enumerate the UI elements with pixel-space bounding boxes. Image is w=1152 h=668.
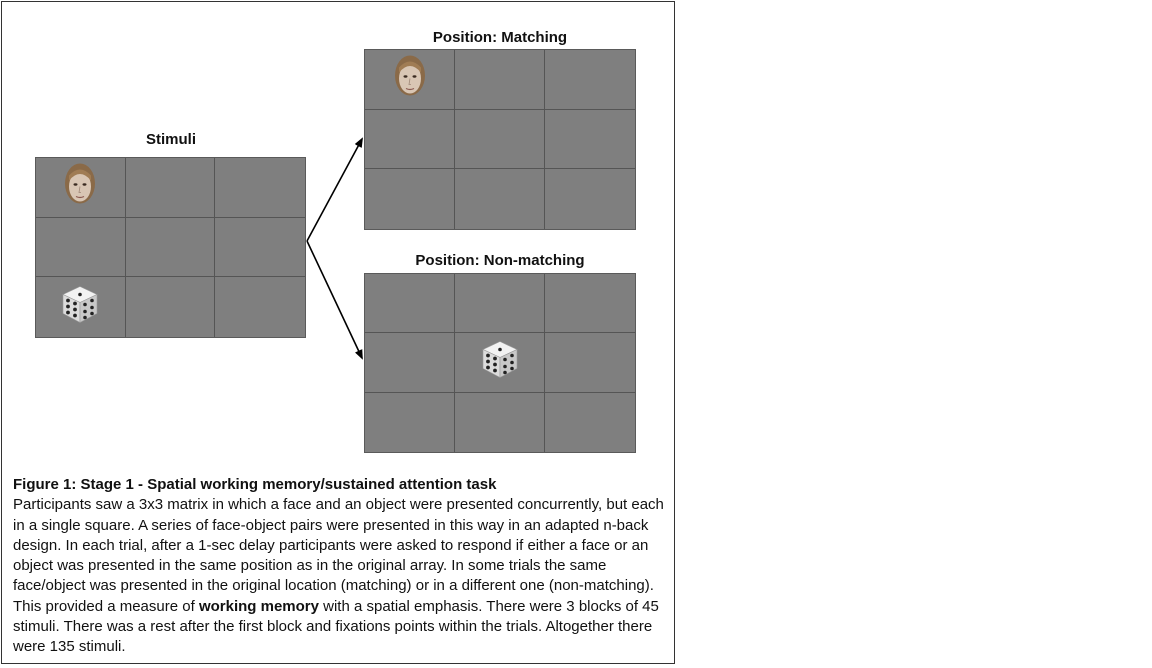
matching-cell-1-2 [455,50,545,110]
matching-cell-1-1 [365,50,455,110]
nonmatching-cell-2-1 [365,333,455,393]
matching-cell-1-3 [545,50,635,110]
face-icon [392,54,428,105]
stimuli-title: Stimuli [145,131,196,148]
stimuli-cell-1-3 [215,158,305,218]
matching-cell-2-3 [545,110,635,170]
caption-bold-text: working memory [198,597,319,615]
nonmatching-cell-1-2 [455,274,545,334]
matching-cell-2-2 [455,109,545,170]
stimuli-cell-2-2 [125,217,216,278]
caption-text-before: Participants saw a 3x3 matrix in which a… [13,496,664,615]
nonmatching-cell-1-3 [545,274,635,334]
nonmatching-cell-1-1 [365,274,455,334]
dice-icon [60,285,100,330]
stimuli-cell-1-2 [125,158,216,218]
matching-cell-3-2 [455,169,545,229]
nonmatching-cell-2-3 [545,333,635,393]
stimuli-cell-3-2 [126,277,216,337]
nonmatching-grid [364,273,636,453]
stimuli-cell-2-1 [36,217,126,278]
matching-title: Position: Matching [432,29,568,46]
figure-caption: Figure 1: Stage 1 - Spatial working memo… [13,475,668,658]
matching-cell-2-1 [365,109,455,170]
matching-grid [364,49,636,230]
dice-icon [480,340,520,385]
nonmatching-title: Position: Non-matching [415,252,585,269]
stimuli-cell-3-1 [36,277,126,337]
nonmatching-cell-3-2 [455,392,545,452]
caption-title: Figure 1: Stage 1 - Spatial working memo… [13,476,497,493]
matching-cell-3-1 [365,169,455,229]
arrow-to-matching [306,137,363,242]
nonmatching-cell-2-2 [455,333,545,393]
stimuli-cell-2-3 [215,218,305,278]
face-icon [62,162,98,213]
arrows [306,137,363,360]
nonmatching-cell-3-1 [365,392,455,452]
stimuli-grid [35,157,306,338]
caption-text-after: with a spatial emphasis. There were 3 bl… [13,597,659,656]
arrow-to-nonmatching [306,240,363,360]
stimuli-cell-1-1 [36,158,126,218]
